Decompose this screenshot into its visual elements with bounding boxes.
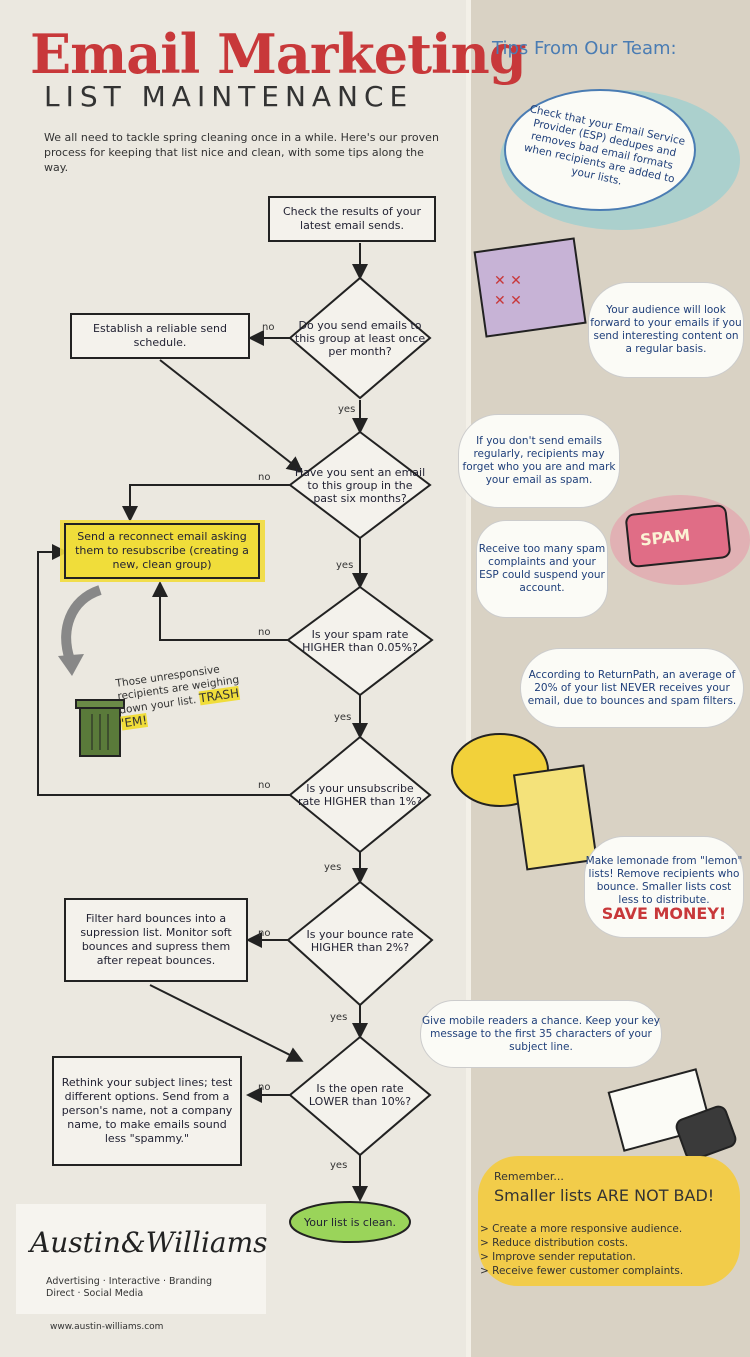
label-yes: yes [330, 1160, 348, 1171]
question-spam-rate: Is your spam rate HIGHER than 0.05%? [302, 628, 418, 654]
services-line: Advertising · Interactive · Branding [46, 1276, 213, 1287]
question-past-six-months: Have you sent an email to this group in … [294, 465, 426, 505]
question-send-monthly: Do you send emails to this group at leas… [294, 318, 426, 358]
rethink-subject-box: Rethink your subject lines; test differe… [52, 1056, 242, 1166]
tip-suspend-account: Receive too many spam complaints and you… [476, 520, 608, 618]
calendar-icon: ✕ ✕ ✕ ✕ [473, 237, 587, 338]
label-no: no [258, 928, 271, 939]
label-yes: yes [330, 1012, 348, 1023]
reconnect-email-box: Send a reconnect email asking them to re… [64, 523, 260, 579]
company-logo: Austin&Williams [30, 1226, 268, 1259]
tips-title: Tips From Our Team: [492, 38, 677, 59]
trash-can-icon [75, 699, 125, 757]
remember-list: > Create a more responsive audience. > R… [480, 1222, 683, 1278]
question-open-rate: Is the open rate LOWER than 10%? [308, 1082, 412, 1108]
remember-headline: Smaller lists ARE NOT BAD! [494, 1186, 715, 1205]
remember-lead: Remember... [494, 1170, 564, 1183]
save-money-text: SAVE MONEY! [601, 903, 727, 923]
start-box: Check the results of your latest email s… [268, 196, 436, 242]
spam-box [625, 504, 731, 568]
tip-regular-content: Your audience will look forward to your … [588, 282, 744, 378]
remember-panel [478, 1156, 740, 1286]
tip-lemonade: Make lemonade from "lemon" lists! Remove… [584, 836, 744, 938]
label-no: no [262, 322, 275, 333]
lemonade-icon [512, 764, 598, 871]
svg-text:✕ ✕: ✕ ✕ [494, 273, 522, 289]
tip-forget-spam: If you don't send emails regularly, reci… [458, 414, 620, 508]
remember-item: > Reduce distribution costs. [480, 1237, 629, 1249]
label-yes: yes [324, 862, 342, 873]
label-no: no [258, 627, 271, 638]
label-no: no [258, 780, 271, 791]
phone-icon [675, 1105, 737, 1161]
label-no: no [258, 472, 271, 483]
send-schedule-box: Establish a reliable send schedule. [70, 313, 250, 359]
panel-divider [466, 0, 471, 1357]
question-bounce-rate: Is your bounce rate HIGHER than 2%? [306, 928, 414, 954]
svg-text:✕ ✕: ✕ ✕ [494, 293, 522, 309]
remember-item: > Receive fewer customer complaints. [480, 1265, 684, 1277]
filter-bounces-box: Filter hard bounces into a supression li… [64, 898, 248, 982]
tip-mobile: Give mobile readers a chance. Keep your … [420, 1000, 662, 1068]
remember-item: > Improve sender reputation. [480, 1251, 636, 1263]
label-yes: yes [334, 712, 352, 723]
page-subtitle: LIST MAINTENANCE [44, 80, 414, 113]
label-no: no [258, 1082, 271, 1093]
logo-panel [16, 1204, 266, 1314]
question-unsubscribe-rate: Is your unsubscribe rate HIGHER than 1%? [297, 782, 423, 808]
website-link[interactable]: www.austin-williams.com [50, 1322, 164, 1332]
tip-returnpath: According to ReturnPath, an average of 2… [520, 648, 744, 728]
end-list-clean: Your list is clean. [304, 1215, 396, 1229]
services-line: Direct · Social Media [46, 1288, 144, 1299]
remember-item: > Create a more responsive audience. [480, 1223, 683, 1235]
tip-lemonade-text: Make lemonade from "lemon" lists! Remove… [585, 854, 743, 906]
services-list: Advertising · Interactive · Branding Dir… [46, 1276, 212, 1300]
page-title: Email Marketing [30, 22, 527, 86]
label-yes: yes [338, 404, 356, 415]
label-yes: yes [336, 560, 354, 571]
intro-text: We all need to tackle spring cleaning on… [44, 131, 439, 174]
